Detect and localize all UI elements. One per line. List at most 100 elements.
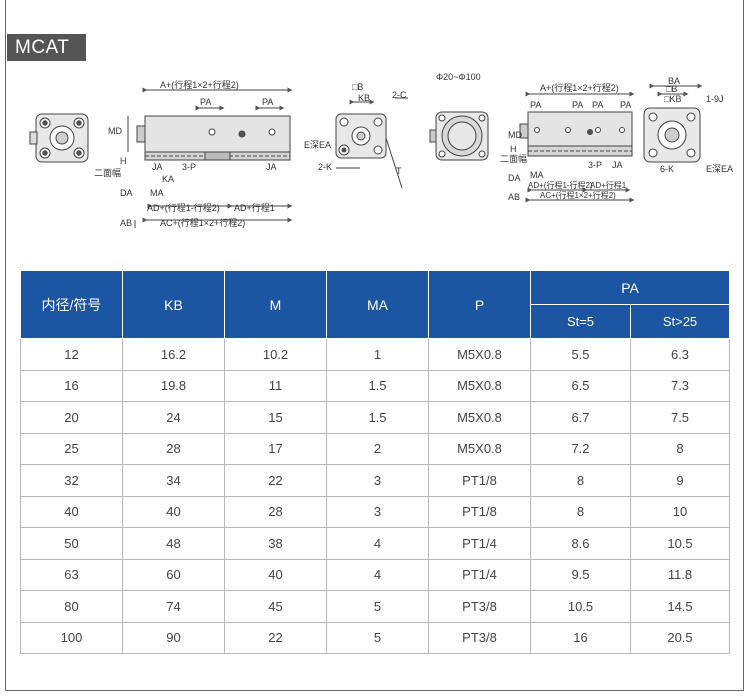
cell: 16.2 [122,338,225,371]
label-a-stroke: A+(行程1×2+行程2) [160,79,239,90]
cell: 22 [224,621,327,654]
cell: PT1/4 [428,527,531,560]
drawing-side-view-left [127,87,293,228]
cell: 17 [224,432,327,465]
label-1-9j: 1-9J [706,94,724,104]
label-ac-stroke-right: AC+(行程1×2+行程2) [540,190,616,200]
label-pa-r3: PA [592,100,603,110]
cell: PT3/8 [428,621,531,654]
label-phi-range: Φ20~Φ100 [436,72,481,82]
label-b: □B [352,82,363,92]
cell: 8 [530,464,631,497]
label-e-depth-right: E深EA [706,164,733,174]
cell: 2 [326,432,429,465]
cell: 10.5 [629,527,731,560]
label-pa-r4: PA [620,100,631,110]
cell: 24 [122,401,225,434]
cell: 16 [530,621,631,654]
label-t: T [396,166,402,176]
drawing-end-view-left [29,113,89,163]
technical-drawings: A+(行程1×2+行程2) PA PA MD H 二面幅 JA 3-P JA K… [29,72,733,228]
label-3p-left: 3-P [182,162,196,172]
page-frame [5,0,744,691]
model-title: MCAT [7,34,86,61]
cell: 40 [20,495,123,528]
cell: 40 [122,495,225,528]
label-ja-right: JA [266,162,277,172]
cell: 6.7 [530,401,631,434]
header-m: M [224,270,327,339]
label-pa-1: PA [200,97,211,107]
cell: 34 [122,464,225,497]
label-h: H [120,156,127,166]
cell: 40 [224,558,327,591]
label-ad-stroke1-right: AD+行程1 [590,180,627,190]
label-da: DA [120,188,133,198]
cell: 38 [224,527,327,560]
cell: 7.5 [629,401,731,434]
cell: 19.8 [122,369,225,402]
label-two-face-width: 二面幅 [94,167,121,178]
cell: M5X0.8 [428,369,531,402]
cell: 14.5 [629,590,731,623]
label-md: MD [108,126,122,136]
label-pa-r2: PA [572,100,583,110]
label-6k: 6-K [660,164,674,174]
cell: 25 [20,432,123,465]
drawing-end-view-right [643,83,703,163]
cell: 90 [122,621,225,654]
cell: 74 [122,590,225,623]
cell: 6.5 [530,369,631,402]
label-a-stroke-right: A+(行程1×2+行程2) [540,82,619,93]
cell: 3 [326,495,429,528]
label-2k: 2-K [318,162,332,172]
cell: 10 [629,495,731,528]
cell: PT1/4 [428,558,531,591]
cell: 45 [224,590,327,623]
cell: 1.5 [326,401,429,434]
cell: 60 [122,558,225,591]
header-p: P [428,270,531,339]
cell: 15 [224,401,327,434]
cell: 28 [122,432,225,465]
cell: 80 [20,590,123,623]
cell: 7.3 [629,369,731,402]
cell: 100 [20,621,123,654]
label-ja-r: JA [612,160,623,170]
label-ac-stroke: AC+(行程1×2+行程2) [160,217,245,228]
cell: 8 [629,432,731,465]
header-st5: St=5 [530,304,631,339]
cell: 3 [326,464,429,497]
cell: 48 [122,527,225,560]
label-ba: BA [668,76,680,86]
label-ab-right: AB [508,192,520,202]
drawing-round-end-view [429,111,489,161]
cell: 28 [224,495,327,528]
label-ab: AB [120,218,132,228]
label-kb: KB [358,93,370,103]
cell: 20.5 [629,621,731,654]
label-da-right: DA [508,173,521,183]
label-pa-r1: PA [530,100,541,110]
cell: 12 [20,338,123,371]
cell: 63 [20,558,123,591]
label-3p-right: 3-P [588,160,602,170]
cell: 5 [326,590,429,623]
cell: 5.5 [530,338,631,371]
cell: 32 [20,464,123,497]
cell: 1 [326,338,429,371]
label-e-depth: E深EA [304,140,331,150]
label-ad-diff-right: AD+(行程1-行程2) [528,180,593,190]
header-ma: MA [326,270,429,339]
cell: 10.2 [224,338,327,371]
label-kb-right: □KB [664,94,681,104]
header-kb: KB [122,270,225,339]
